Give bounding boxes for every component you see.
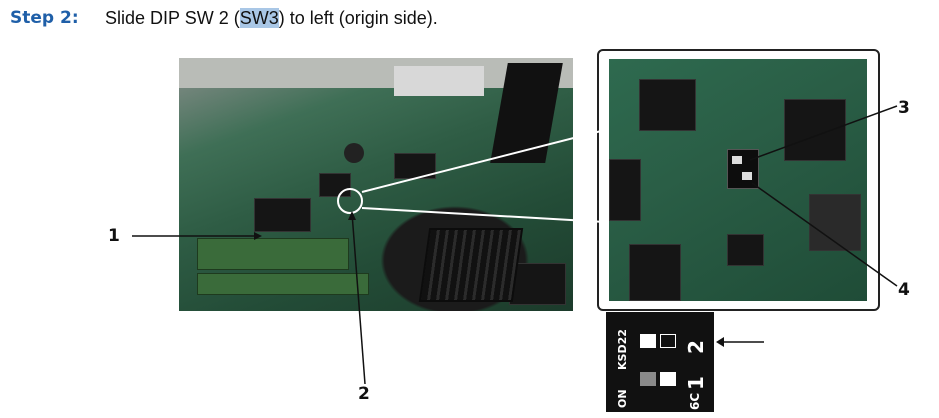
capacitor — [344, 143, 364, 163]
zoom-circle — [337, 188, 363, 214]
slide-arrow-head — [716, 337, 724, 347]
step-instruction: Slide DIP SW 2 (SW3) to left (origin sid… — [105, 8, 438, 29]
ribbon-cable — [394, 66, 484, 96]
board-chip — [319, 173, 351, 197]
callout-line-2 — [351, 212, 366, 385]
inset-dip-switch — [727, 149, 759, 189]
step-text-after: ) to left (origin side). — [278, 8, 438, 28]
inset-dip-lever-2 — [732, 156, 742, 164]
inset-chip — [609, 159, 641, 221]
switch-2-slot-right — [660, 334, 676, 348]
callout-arrow-2 — [348, 211, 356, 220]
callout-number-3: 3 — [898, 98, 910, 118]
switch-1-slot-right — [660, 372, 676, 386]
callout-number-1: 1 — [108, 226, 120, 246]
callout-arrow-1 — [254, 232, 262, 240]
inset-dip-lever-1 — [742, 172, 752, 180]
callout-number-2: 2 — [358, 384, 370, 404]
ram-module — [197, 273, 369, 295]
inset-chip — [629, 244, 681, 301]
switch-1-slot-left — [640, 372, 656, 386]
step-label: Step 2: — [10, 8, 79, 28]
step-highlight-sw3: SW3 — [239, 8, 279, 28]
callout-number-4: 4 — [898, 280, 910, 300]
step-text-before: Slide DIP SW 2 ( — [105, 8, 240, 28]
dip-switch-diagram: KSD22 ON 2 1 6C — [606, 312, 714, 412]
ram-module — [197, 238, 349, 270]
zoom-line-top — [361, 129, 606, 193]
board-chip — [509, 263, 566, 305]
board-chip — [254, 198, 311, 232]
inset-chip — [784, 99, 846, 161]
switch-2-slot-left — [640, 334, 656, 348]
inset-chip — [727, 234, 764, 266]
inset-chip — [639, 79, 696, 131]
main-board-photo — [179, 58, 573, 311]
callout-line-3 — [749, 105, 898, 161]
inset-zoom-photo — [609, 59, 867, 301]
inset-zoom-frame — [597, 49, 880, 311]
callout-line-4 — [751, 182, 898, 287]
zoom-line-bottom — [361, 207, 606, 223]
